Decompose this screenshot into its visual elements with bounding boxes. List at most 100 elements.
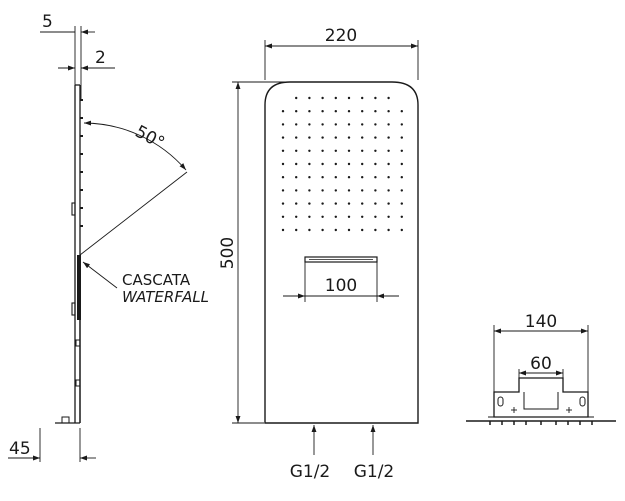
nozzle-dot: [308, 228, 311, 232]
nozzle-dot: [400, 123, 403, 126]
nozzle-dot: [295, 149, 298, 152]
callout-cascata: CASCATA: [122, 271, 191, 289]
inlet-left-label: G1/2: [290, 462, 331, 482]
nozzle-dot: [387, 228, 390, 232]
nozzle-dot: [347, 162, 351, 166]
nozzle-dot: [295, 202, 298, 205]
nozzle-dot: [295, 96, 298, 100]
nozzle-dot: [400, 189, 403, 192]
nozzle-dot: [387, 202, 390, 205]
dim-45-label: 45: [9, 439, 31, 459]
dim-60-label: 60: [530, 354, 552, 374]
bracket-ticks: [489, 421, 593, 425]
bracket-slot: [523, 392, 559, 410]
nozzle-dot: [321, 96, 324, 100]
nozzle-dot: [387, 215, 390, 218]
nozzle-dot: [347, 123, 351, 126]
nozzle-dot: [308, 110, 311, 113]
inlet-right-label: G1/2: [354, 462, 395, 482]
nozzle-dot: [347, 110, 351, 113]
nozzle-dot: [387, 189, 390, 192]
nozzle-dot: [334, 189, 337, 192]
nozzle-dot: [334, 96, 337, 100]
nozzle-dot: [295, 189, 298, 192]
nozzle-dot: [321, 136, 324, 139]
nozzle-dot: [295, 228, 298, 232]
nozzle-dot: [334, 162, 337, 166]
nozzle-dot: [321, 202, 324, 205]
nozzle-dot: [308, 136, 311, 139]
nozzle-dot: [281, 176, 285, 179]
waterfall-outlet-profile: [77, 255, 81, 320]
nozzle-dot: [334, 149, 337, 152]
bracket-view: 140 60: [466, 312, 616, 425]
nozzle-dot: [400, 149, 403, 152]
nozzle-dot: [361, 136, 364, 139]
nozzle-dot: [281, 202, 285, 205]
mounting-block: [71, 202, 76, 216]
nozzle-dot: [281, 228, 285, 232]
panel-detail: [75, 379, 81, 387]
nozzle-dot: [281, 189, 285, 192]
nozzle-dot: [400, 215, 403, 218]
side-view: 5 2 50°: [8, 12, 209, 462]
nozzle-dot: [374, 123, 377, 126]
nozzle-dot: [374, 136, 377, 139]
nozzle-dot: [347, 136, 351, 139]
nozzle-dot: [321, 189, 324, 192]
nozzle-dot: [308, 202, 311, 205]
callout-leader: [82, 261, 118, 289]
nozzle-dot: [374, 202, 377, 205]
nozzle-dot: [361, 162, 364, 166]
nozzle-dot: [387, 136, 390, 139]
nozzle-dot: [321, 228, 324, 232]
nozzle-dot: [361, 110, 364, 113]
nozzle-dot: [321, 110, 324, 113]
dim-2-label: 2: [95, 48, 106, 68]
nozzle-dot: [334, 176, 337, 179]
nozzle-dot: [374, 228, 377, 232]
front-view: 220 500 100 G1/2 G1/2: [218, 26, 419, 482]
nozzle-dot: [347, 215, 351, 218]
nozzle-dot: [387, 162, 390, 166]
nozzle-dot: [361, 202, 364, 205]
nozzle-dot: [308, 162, 311, 166]
nozzle-dot: [308, 96, 311, 100]
nozzle-dot: [361, 96, 364, 100]
nozzle-dot: [374, 176, 377, 179]
mounting-slot-right: [579, 396, 586, 407]
nozzle-dot: [308, 149, 311, 152]
nozzle-dot: [347, 228, 351, 232]
callout-waterfall: WATERFALL: [122, 288, 209, 306]
nozzle-dot: [361, 215, 364, 218]
nozzle-dot: [374, 215, 377, 218]
nozzle-dot: [334, 215, 337, 218]
nozzle-dot: [321, 149, 324, 152]
mounting-hole-left: [511, 407, 517, 413]
nozzle-dot: [295, 136, 298, 139]
nozzle-dot: [400, 228, 403, 232]
nozzle-dot: [374, 189, 377, 192]
nozzle-dot: [347, 189, 351, 192]
nozzle-dot: [400, 202, 403, 205]
nozzle-marks: [80, 99, 83, 227]
nozzle-dot: [347, 149, 351, 152]
spray-angle-line: [79, 171, 188, 256]
nozzle-dot: [295, 176, 298, 179]
nozzle-dot: [295, 110, 298, 113]
panel-outline: [264, 81, 419, 424]
nozzle-dot: [334, 110, 337, 113]
bracket-plate: [493, 377, 589, 418]
nozzle-dot: [400, 162, 403, 166]
dim-220-label: 220: [325, 26, 357, 46]
dim-140-label: 140: [525, 312, 557, 332]
nozzle-dot: [334, 202, 337, 205]
nozzle-dot: [361, 149, 364, 152]
nozzle-dot: [387, 123, 390, 126]
nozzle-dot: [321, 123, 324, 126]
dim-500-label: 500: [218, 237, 238, 269]
nozzle-dot: [281, 162, 285, 166]
dim-100-label: 100: [325, 276, 357, 296]
nozzle-dot: [295, 215, 298, 218]
